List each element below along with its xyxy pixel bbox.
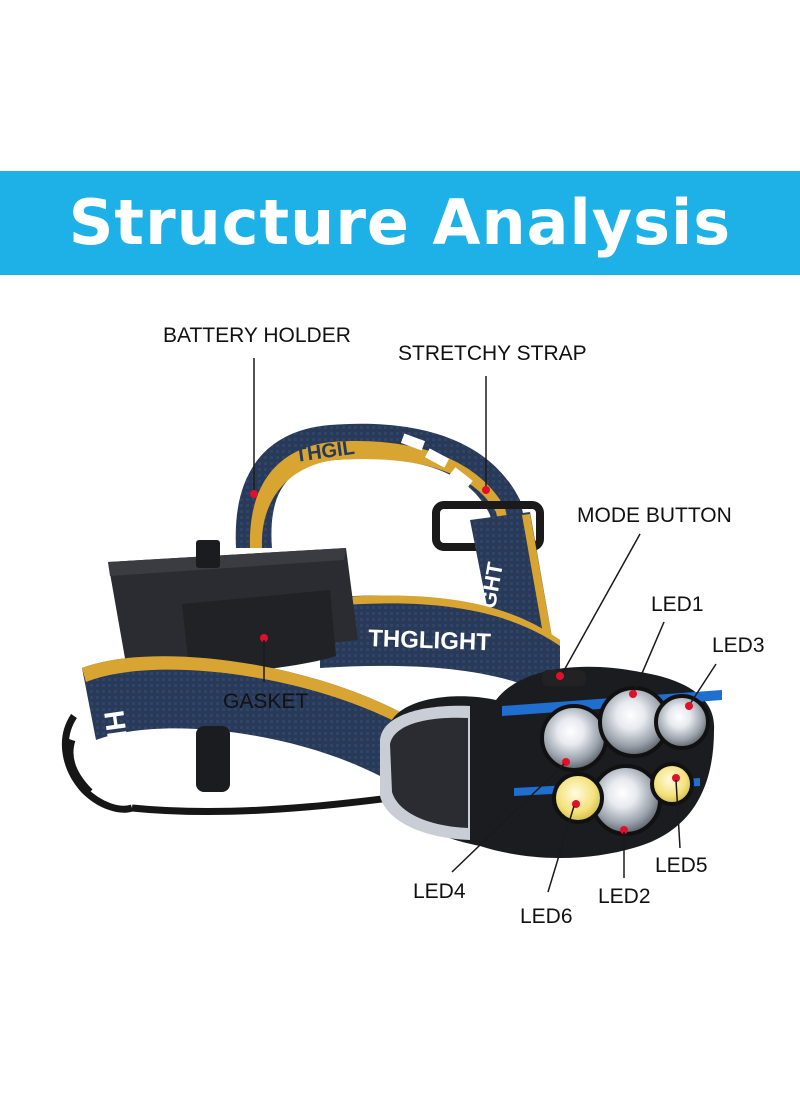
mode-button-body	[542, 670, 586, 686]
marker-battery-holder	[250, 490, 258, 498]
callout-led3: LED3	[712, 634, 765, 657]
callout-battery-holder: BATTERY HOLDER	[163, 324, 351, 347]
marker-led3	[685, 702, 693, 710]
strap-print-front: HEADLIGH	[98, 709, 149, 858]
marker-led5	[672, 774, 680, 782]
marker-mode-button	[556, 672, 564, 680]
leader-led5	[675, 779, 681, 849]
strap-clip	[196, 726, 230, 792]
callout-led5: LED5	[655, 854, 708, 877]
marker-led1	[629, 690, 637, 698]
leader-led3	[689, 663, 717, 705]
leader-led6	[547, 805, 575, 893]
led5-cob	[650, 762, 694, 806]
led-lens-left	[540, 704, 608, 772]
leader-led4	[451, 763, 565, 873]
marker-led2	[620, 826, 628, 834]
title-banner: Structure Analysis	[0, 171, 800, 275]
marker-gasket	[260, 634, 268, 642]
led3-lens	[654, 694, 710, 750]
strap-print-band: THGLIGHT	[368, 625, 492, 656]
callouts: BATTERY HOLDER STRETCHY STRAP MODE BUTTO…	[163, 324, 765, 928]
leader-mode-button	[561, 533, 641, 675]
led-array	[540, 686, 710, 836]
callout-led1: LED1	[651, 593, 704, 616]
callout-led4: LED4	[413, 880, 466, 903]
marker-stretchy-strap	[482, 486, 490, 494]
callout-mode-button: MODE BUTTON	[577, 504, 732, 527]
leader-led1	[633, 621, 665, 693]
led6-cob	[552, 772, 604, 824]
callout-led6: LED6	[520, 905, 573, 928]
battery-holder-body	[108, 540, 358, 676]
callout-stretchy-strap: STRETCHY STRAP	[398, 342, 587, 365]
banner-title: Structure Analysis	[68, 186, 732, 259]
callout-gasket: GASKET	[223, 690, 308, 713]
callout-led2: LED2	[598, 885, 651, 908]
back-band: THGLIGHT	[320, 595, 560, 700]
headlamp-illustration: THGIL ADLIGHT THGLIGHT	[61, 423, 722, 858]
